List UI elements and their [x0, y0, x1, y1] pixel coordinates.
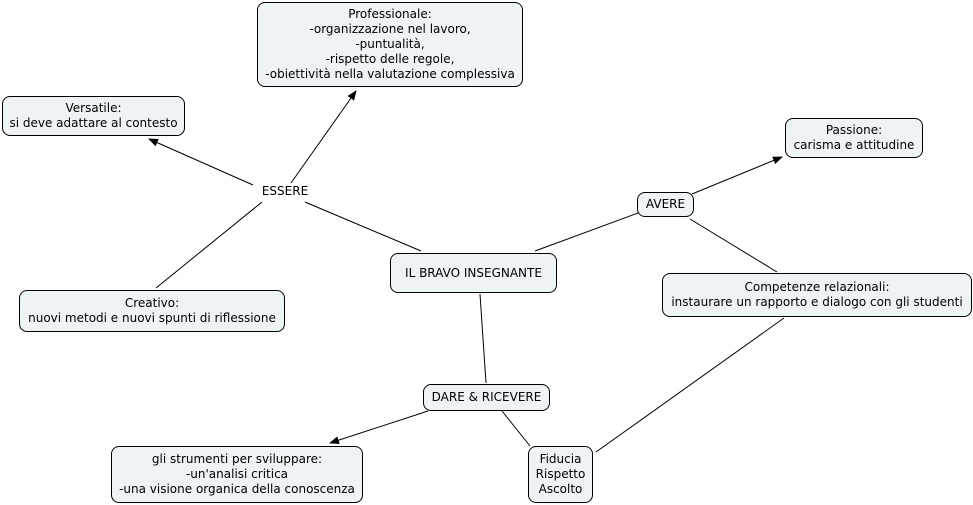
node-creativo[interactable]: Creativo: nuovi metodi e nuovi spunti di… — [19, 290, 285, 332]
node-avere[interactable]: AVERE — [637, 192, 694, 217]
link-avere-competenze — [689, 218, 778, 273]
link-dare-strumenti — [329, 410, 429, 445]
node-professionale[interactable]: Professionale: -organizzazione nel lavor… — [257, 2, 523, 87]
link-dare-fiducia — [501, 410, 531, 447]
link-essere-versatile — [148, 138, 254, 186]
node-fiducia[interactable]: Fiducia Rispetto Ascolto — [528, 446, 593, 503]
node-competenze[interactable]: Competenze relazionali: instaurare un ra… — [662, 273, 972, 317]
link-essere-creativo — [155, 201, 263, 289]
link-center-essere — [304, 201, 422, 252]
link-center-avere — [534, 212, 639, 252]
link-competenze-fiducia — [595, 317, 785, 453]
node-center[interactable]: IL BRAVO INSEGNANTE — [390, 253, 557, 293]
link-avere-passione — [691, 156, 783, 195]
node-strumenti[interactable]: gli strumenti per sviluppare: -un'analis… — [111, 446, 363, 503]
link-center-dare — [479, 293, 487, 384]
node-dare-ricevere[interactable]: DARE & RICEVERE — [423, 384, 550, 411]
node-passione[interactable]: Passione: carisma e attitudine — [785, 118, 923, 158]
node-versatile[interactable]: Versatile: si deve adattare al contesto — [2, 96, 185, 136]
link-essere-professionale — [290, 90, 357, 184]
label-essere: ESSERE — [254, 184, 316, 199]
